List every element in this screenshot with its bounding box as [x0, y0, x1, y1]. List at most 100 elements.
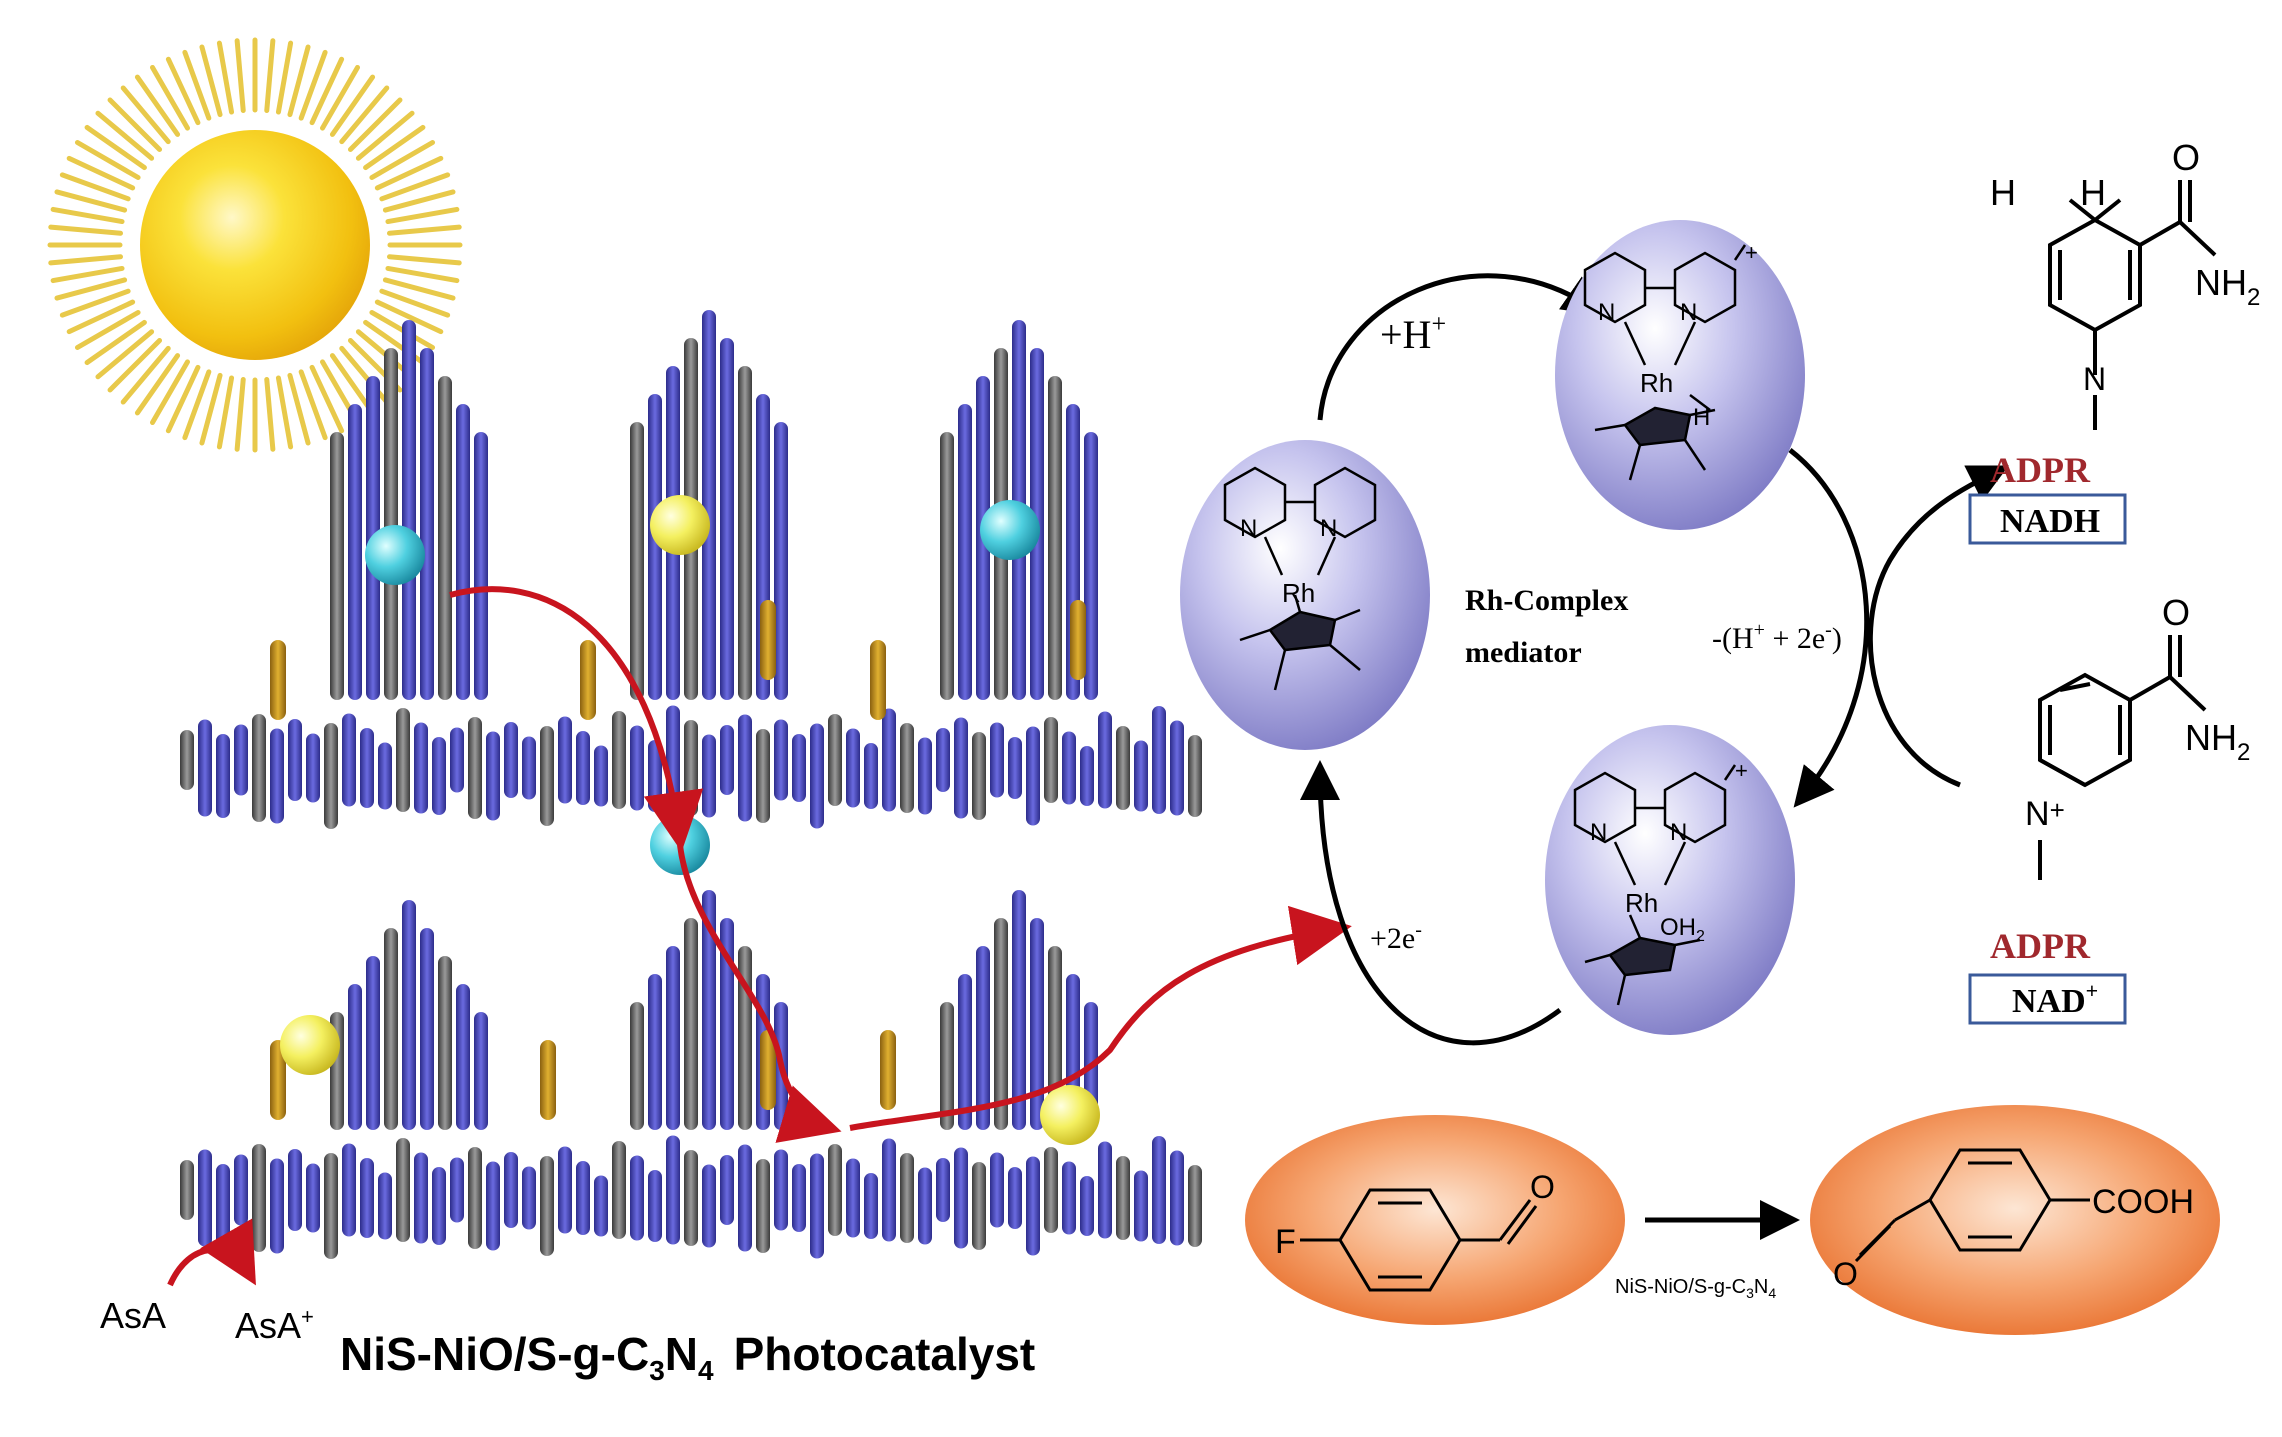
sun-ray [216, 40, 235, 115]
lattice-rod [918, 1167, 932, 1245]
sun-ray [363, 124, 426, 171]
lattice-rod [828, 1144, 842, 1236]
lattice-rod [630, 725, 644, 811]
lattice-rod [738, 1144, 752, 1252]
lattice-rod [612, 711, 626, 809]
lattice-rod [1170, 720, 1184, 816]
sun-ray [339, 85, 390, 145]
sun-ray [182, 49, 212, 121]
product-structure [1854, 1148, 2090, 1263]
lattice-rod [666, 946, 680, 1130]
lattice-rod [684, 1150, 698, 1246]
sun-ray [59, 172, 131, 202]
sulfur-rod [580, 640, 596, 720]
lattice-rod [1116, 726, 1130, 810]
lattice-rod [738, 714, 752, 822]
lattice-rod [702, 310, 716, 700]
sun-ray [379, 172, 451, 202]
lattice-rod [384, 348, 398, 700]
sun-ray [74, 310, 141, 350]
lattice-rod [270, 1158, 284, 1254]
lattice-rod [1084, 432, 1098, 700]
lattice-rod [402, 320, 416, 700]
lattice-rod [774, 1149, 788, 1231]
lattice-rod [792, 1164, 806, 1232]
lattice-rod [540, 726, 554, 826]
lattice-rod [882, 1138, 896, 1242]
lattice-rod [1026, 1156, 1040, 1256]
sun-ray [120, 85, 171, 145]
nis-particle [650, 495, 710, 555]
nadh-h-label: H [1990, 172, 2016, 213]
nad-nh2-label: NH2 [2185, 717, 2250, 766]
mediator-label-line1: Rh-Complex [1465, 584, 1628, 617]
sun-ray [48, 254, 124, 266]
sulfur-rod [880, 1030, 896, 1110]
lattice-rod [486, 1161, 500, 1251]
lattice-rod [936, 1158, 950, 1222]
lattice-rod [456, 404, 470, 700]
lattice-rod [1098, 1141, 1112, 1239]
lattice-rod [402, 900, 416, 1130]
lattice-rod [486, 731, 500, 821]
sun-ray [165, 56, 201, 126]
lattice-rod [864, 743, 878, 809]
lattice-rod [918, 737, 932, 815]
lattice-rod [994, 918, 1008, 1130]
sun-ray [320, 64, 360, 131]
release-label: -(H+ + 2e-) [1712, 619, 1842, 655]
lattice-rod [648, 974, 662, 1130]
sun-ray [150, 64, 190, 131]
nad-adpr-label: ADPR [1990, 926, 2091, 966]
lattice-rod [396, 1138, 410, 1242]
nadh-h-label: H [2080, 172, 2106, 213]
lattice-rod [1080, 746, 1094, 806]
lattice-rod [990, 1152, 1004, 1228]
lattice-rod [1062, 1161, 1076, 1235]
lattice-rod [522, 1166, 536, 1230]
lattice-rod [306, 733, 320, 803]
sun-ray [382, 189, 456, 213]
product-o-label: O [1833, 1256, 1858, 1292]
hydride-h-label: H [1693, 404, 1710, 431]
sun-ray [386, 224, 462, 236]
lattice-rod [450, 1157, 464, 1223]
lattice-rod [1134, 740, 1148, 812]
asa-oxidation-arrow [167, 1218, 256, 1287]
lattice-rod [684, 720, 698, 816]
sun-ray [298, 49, 328, 121]
n-atom-label: N [1670, 819, 1687, 846]
lattice-rod [720, 1155, 734, 1225]
sun-ray [369, 140, 436, 180]
rh-cycle: +H+ +2e- -(H+ + 2e-) Rh-Complex mediator… [1180, 220, 2009, 1046]
nad-o-label: O [2162, 592, 2190, 633]
sulfur-rod [270, 1040, 286, 1120]
lattice-rod [1170, 1150, 1184, 1246]
nad-structure [2038, 635, 2207, 880]
sun-ray [59, 288, 131, 318]
sun-icon [47, 37, 463, 453]
lattice-rod [648, 1170, 662, 1242]
lattice-rod [348, 984, 362, 1130]
lattice-rod [900, 1153, 914, 1243]
lattice-rod [558, 1146, 572, 1234]
lattice-rod [180, 730, 194, 790]
lattice-rod [756, 1159, 770, 1253]
product-oval [1810, 1105, 2220, 1335]
sun-ray [309, 56, 345, 126]
lattice-rod [474, 432, 488, 700]
sulfur-rod [1070, 600, 1086, 680]
lattice-rod [384, 928, 398, 1130]
sun-ray [329, 74, 376, 137]
lattice-rod [882, 708, 896, 812]
sun-disc [140, 130, 370, 360]
lattice-rod [1098, 711, 1112, 809]
n-atom-label: N [1598, 299, 1615, 326]
sun-ray [134, 74, 181, 137]
nadh-n-label: N [2083, 361, 2106, 397]
mediator-label-line2: mediator [1465, 636, 1582, 669]
sun-ray [95, 329, 155, 380]
lattice-rod [954, 1147, 968, 1249]
sulfur-rod [760, 1030, 776, 1110]
